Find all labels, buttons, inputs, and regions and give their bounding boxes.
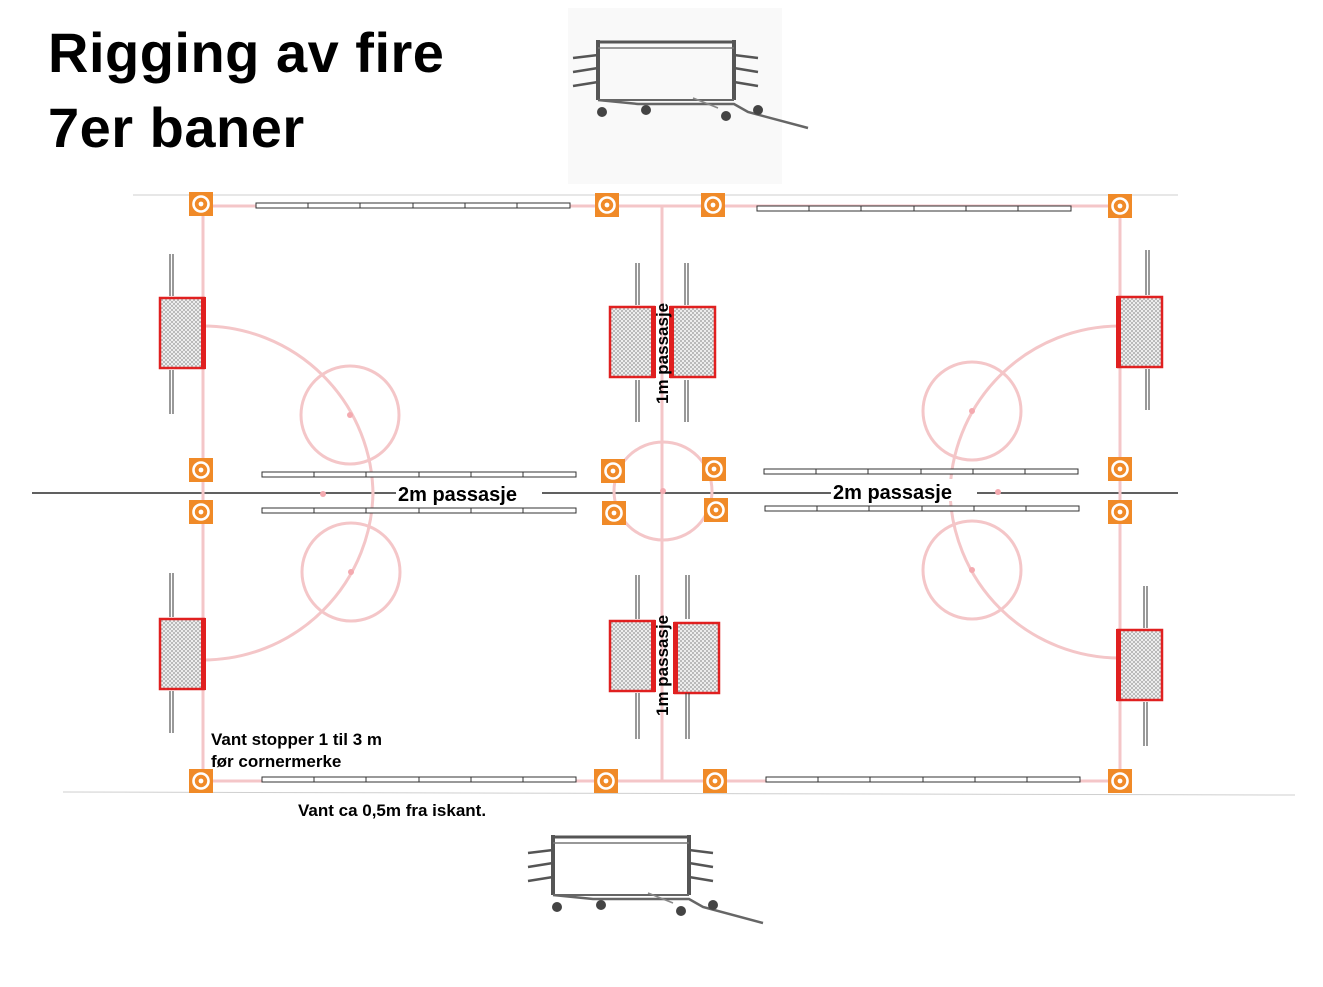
boards-stop-note-line1: Vant stopper 1 til 3 m (211, 730, 382, 749)
goal-center-bottom-right (671, 575, 721, 739)
corner-marker-icon (1106, 455, 1134, 483)
corner-marker-icon (1106, 767, 1134, 795)
faceoff-dots (320, 408, 1001, 575)
corner-marker-icon (592, 767, 620, 795)
corner-marker-icon (599, 457, 627, 485)
corner-marker-icon (187, 456, 215, 484)
goal-cart-top (568, 8, 810, 184)
passage-2m-left-label: 2m passasje (398, 484, 517, 506)
passage-1m-bottom-label: 1m passasje (653, 615, 672, 716)
corner-marker-icon (701, 767, 729, 795)
goal-center-top-right (667, 263, 717, 422)
passage-1m-top-label: 1m passasje (653, 303, 672, 404)
boards-edge-note: Vant ca 0,5m fra iskant. (298, 801, 486, 820)
passage-2m-right-label: 2m passasje (833, 482, 952, 504)
ice-edge-bottom (62, 791, 1296, 796)
corner-marker-icon (600, 499, 628, 527)
corner-marker-icon (1106, 192, 1134, 220)
goal-center-bottom-left (608, 575, 658, 739)
goals (158, 250, 1164, 746)
corner-marker-icon (1106, 498, 1134, 526)
goal-top-left (158, 254, 208, 414)
goal-center-top-left (608, 263, 658, 422)
corner-marker-icon (700, 455, 728, 483)
corner-marker-icon (699, 191, 727, 219)
goal-bottom-left (158, 573, 208, 733)
title-line-1: Rigging av fire (48, 21, 445, 84)
goal-bottom-right (1114, 586, 1164, 746)
corner-marker-icon (593, 191, 621, 219)
corner-marker-icon (187, 498, 215, 526)
corner-marker-icon (187, 190, 215, 218)
goal-cart-bottom (526, 833, 765, 925)
title-line-2: 7er baner (48, 96, 305, 159)
corner-marker-icon (187, 767, 215, 795)
boards-stop-note-line2: før cornermerke (211, 752, 341, 771)
corner-marker-icon (702, 496, 730, 524)
goal-top-right (1114, 250, 1164, 410)
